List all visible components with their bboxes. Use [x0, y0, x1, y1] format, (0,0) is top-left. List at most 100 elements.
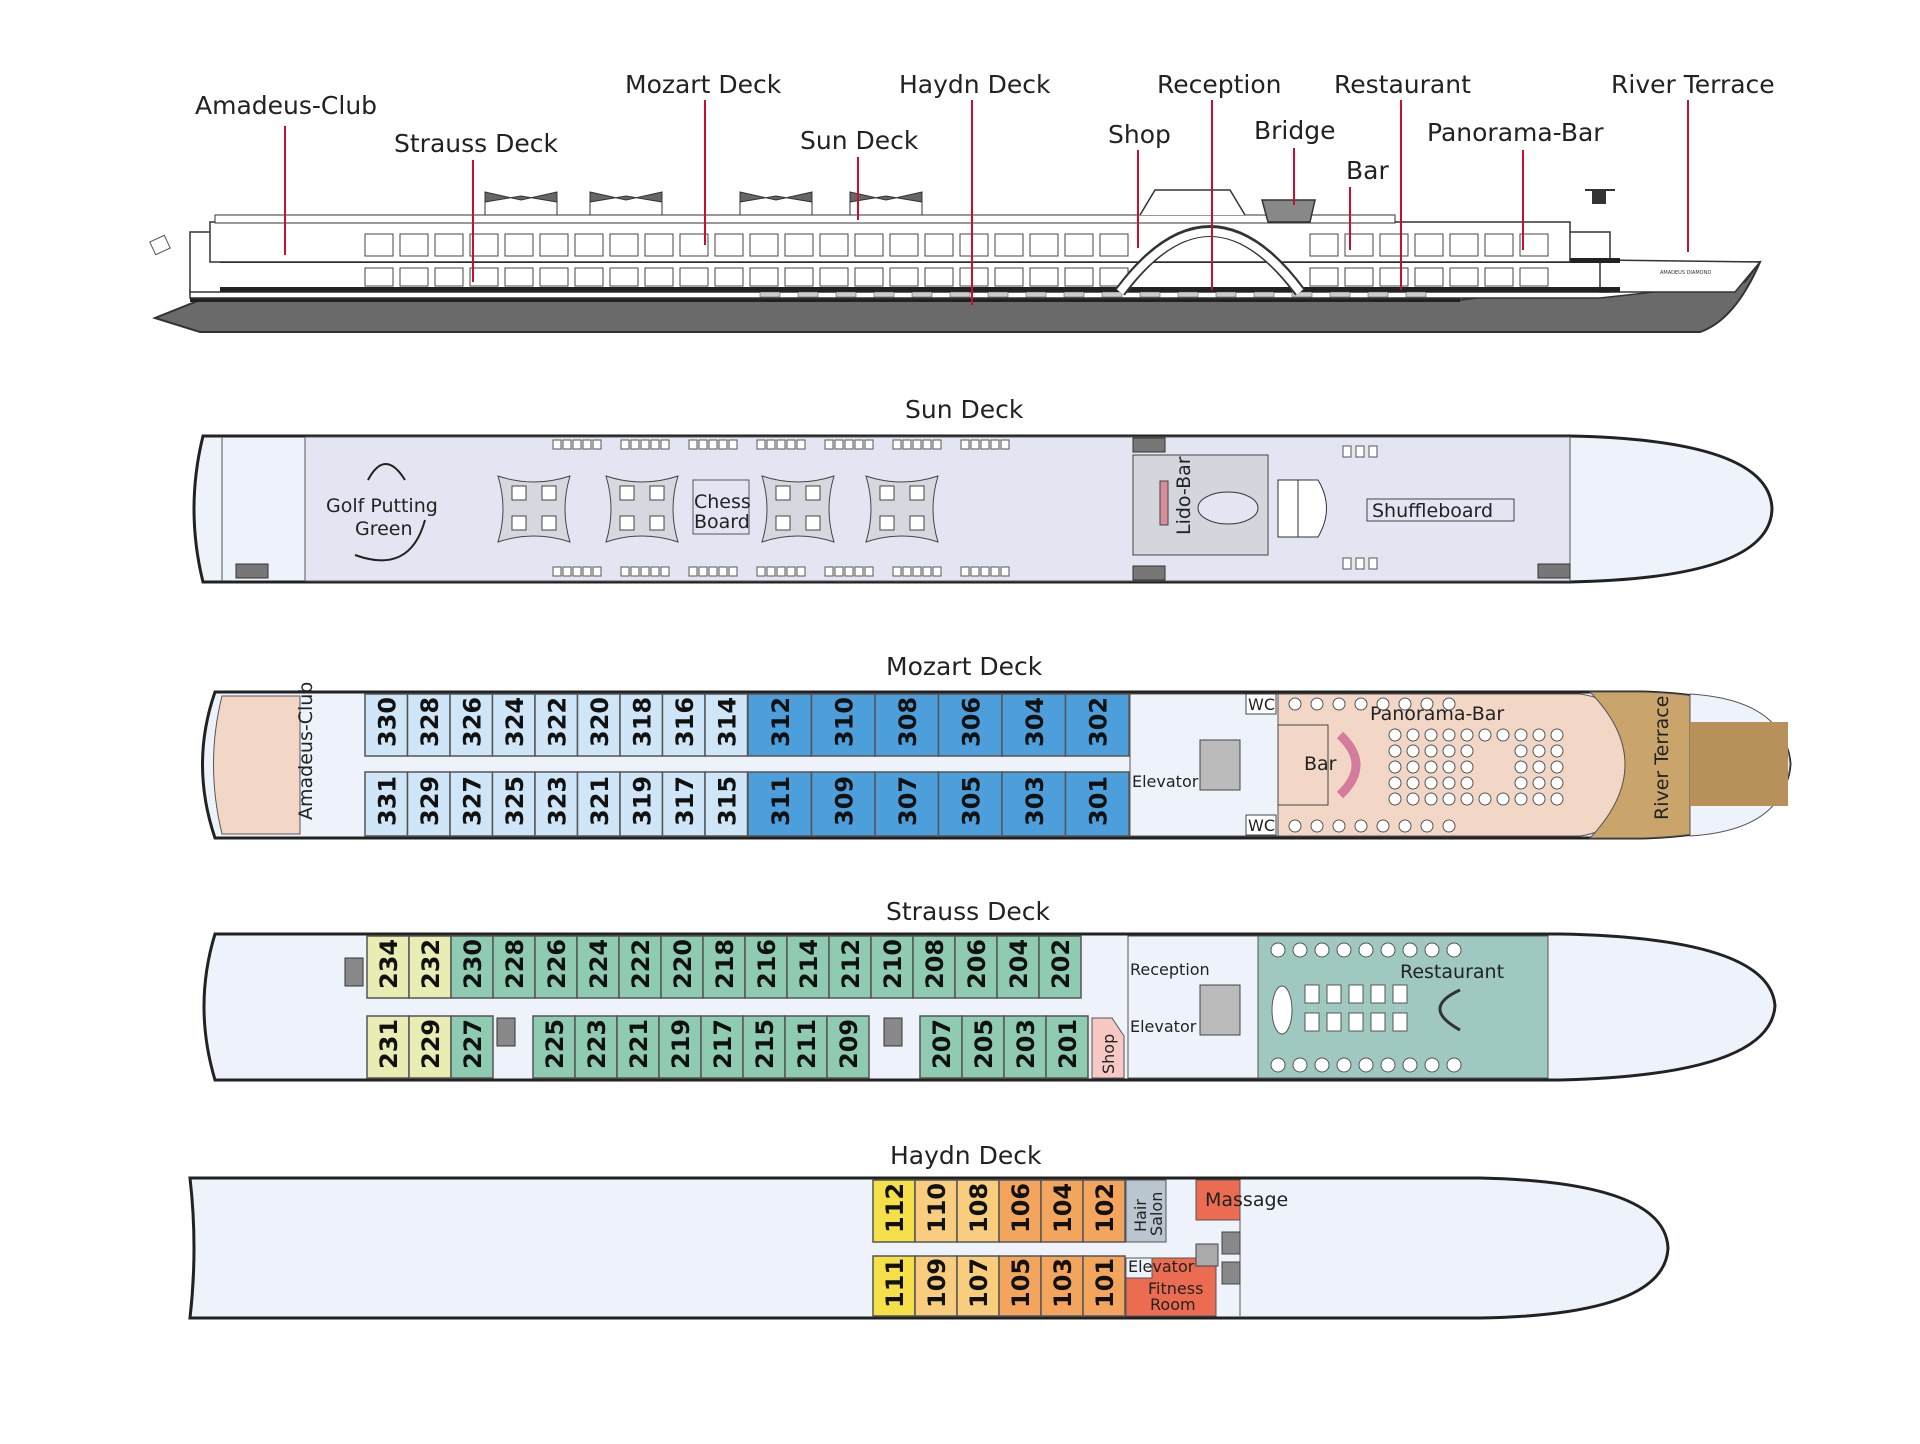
- cabin-325[interactable]: [491, 771, 536, 837]
- cabin-322[interactable]: [534, 693, 579, 757]
- cabin-104[interactable]: [1040, 1179, 1084, 1243]
- seat: [1532, 744, 1546, 758]
- sun-lounger: [630, 566, 640, 577]
- window: [959, 267, 989, 287]
- porthole: [1367, 291, 1389, 298]
- chess-board[interactable]: [692, 479, 750, 535]
- cabin-219[interactable]: [658, 1015, 702, 1079]
- cabin-323[interactable]: [534, 771, 579, 837]
- cabin-105[interactable]: [998, 1255, 1042, 1317]
- cabin-231[interactable]: [366, 1015, 410, 1079]
- cabin-212[interactable]: [828, 935, 872, 999]
- window: [364, 233, 394, 257]
- cabin-328[interactable]: [406, 693, 451, 757]
- cabin-306[interactable]: [937, 693, 1003, 757]
- cabin-108[interactable]: [956, 1179, 1000, 1243]
- cabin-321[interactable]: [576, 771, 621, 837]
- table: [1358, 1057, 1374, 1073]
- cabin-209[interactable]: [826, 1015, 870, 1079]
- seat: [1514, 792, 1528, 806]
- cabin-112[interactable]: [872, 1179, 916, 1243]
- shuffleboard[interactable]: [1366, 498, 1515, 522]
- cabin-201[interactable]: [1045, 1015, 1089, 1079]
- cabin-208[interactable]: [912, 935, 956, 999]
- cabin-227[interactable]: [450, 1015, 494, 1079]
- cabin-218[interactable]: [702, 935, 746, 999]
- cabin-102[interactable]: [1082, 1179, 1126, 1243]
- hair-salon[interactable]: [1125, 1179, 1167, 1243]
- cabin-221[interactable]: [616, 1015, 660, 1079]
- cabin-327[interactable]: [449, 771, 494, 837]
- table: [1392, 984, 1408, 1004]
- table: [1304, 984, 1320, 1004]
- cabin-330[interactable]: [364, 693, 409, 757]
- stairs-icon: [496, 1017, 516, 1047]
- cabin-222[interactable]: [618, 935, 662, 999]
- cabin-302[interactable]: [1064, 693, 1130, 757]
- cabin-320[interactable]: [576, 693, 621, 757]
- cabin-101[interactable]: [1082, 1255, 1126, 1317]
- cabin-315[interactable]: [704, 771, 749, 837]
- cabin-319[interactable]: [619, 771, 664, 837]
- cabin-202[interactable]: [1038, 935, 1082, 999]
- restaurant-seating: [1270, 942, 1462, 1073]
- cabin-308[interactable]: [874, 693, 940, 757]
- seat: [1460, 728, 1474, 742]
- sun-lounger: [922, 439, 932, 450]
- cabin-311[interactable]: [747, 771, 813, 837]
- cabin-214[interactable]: [786, 935, 830, 999]
- cabin-107[interactable]: [956, 1255, 1000, 1317]
- shade-sail-seating: [497, 475, 939, 543]
- window: [1449, 233, 1479, 257]
- sun-lounger: [728, 439, 738, 450]
- porthole: [873, 291, 895, 298]
- cabin-316[interactable]: [661, 693, 706, 757]
- wc-top[interactable]: [1245, 693, 1277, 715]
- cabin-224[interactable]: [576, 935, 620, 999]
- cabin-317[interactable]: [661, 771, 706, 837]
- cabin-215[interactable]: [742, 1015, 786, 1079]
- cabin-303[interactable]: [1001, 771, 1067, 837]
- seat: [1514, 760, 1528, 774]
- cabin-234[interactable]: [366, 935, 410, 999]
- window: [1099, 233, 1129, 257]
- wc-bottom[interactable]: [1245, 814, 1277, 836]
- cabin-110[interactable]: [914, 1179, 958, 1243]
- table: [1292, 1057, 1308, 1073]
- amadeus-club-area[interactable]: [213, 695, 301, 835]
- restaurant-area[interactable]: [1257, 935, 1549, 1079]
- cabin-318[interactable]: [619, 693, 664, 757]
- cabin-211[interactable]: [784, 1015, 828, 1079]
- cabin-226[interactable]: [534, 935, 578, 999]
- haydn-elevator[interactable]: [1125, 1257, 1153, 1279]
- cabin-207[interactable]: [919, 1015, 963, 1079]
- cabin-305[interactable]: [937, 771, 1003, 837]
- table: [1270, 1057, 1286, 1073]
- cabin-number: 109: [923, 1258, 951, 1308]
- cabin-309[interactable]: [810, 771, 876, 837]
- shop-area[interactable]: [1091, 1017, 1125, 1079]
- cabin-106[interactable]: [998, 1179, 1042, 1243]
- bar-area[interactable]: [1277, 724, 1329, 806]
- label-river-terrace: River Terrace: [1611, 70, 1775, 99]
- panorama-bar-label: Panorama-Bar: [1370, 703, 1504, 725]
- cabin-301[interactable]: [1064, 771, 1130, 837]
- massage-room[interactable]: [1195, 1179, 1241, 1221]
- cabin-331[interactable]: [364, 771, 409, 837]
- cabin-220[interactable]: [660, 935, 704, 999]
- stern-flag: [149, 234, 171, 256]
- window: [609, 267, 639, 287]
- cabin-number: 231: [375, 1019, 403, 1069]
- cabin-109[interactable]: [914, 1255, 958, 1317]
- window: [1484, 233, 1514, 257]
- cabin-111[interactable]: [872, 1255, 916, 1317]
- cabin-307[interactable]: [874, 771, 940, 837]
- cabin-216[interactable]: [744, 935, 788, 999]
- cabin-225[interactable]: [532, 1015, 576, 1079]
- table: [1370, 984, 1386, 1004]
- cabin-304[interactable]: [1001, 693, 1067, 757]
- haydn-stairs-2: [1221, 1261, 1241, 1285]
- cabin-312[interactable]: [747, 693, 813, 757]
- cabin-229[interactable]: [408, 1015, 452, 1079]
- seat: [1398, 697, 1412, 711]
